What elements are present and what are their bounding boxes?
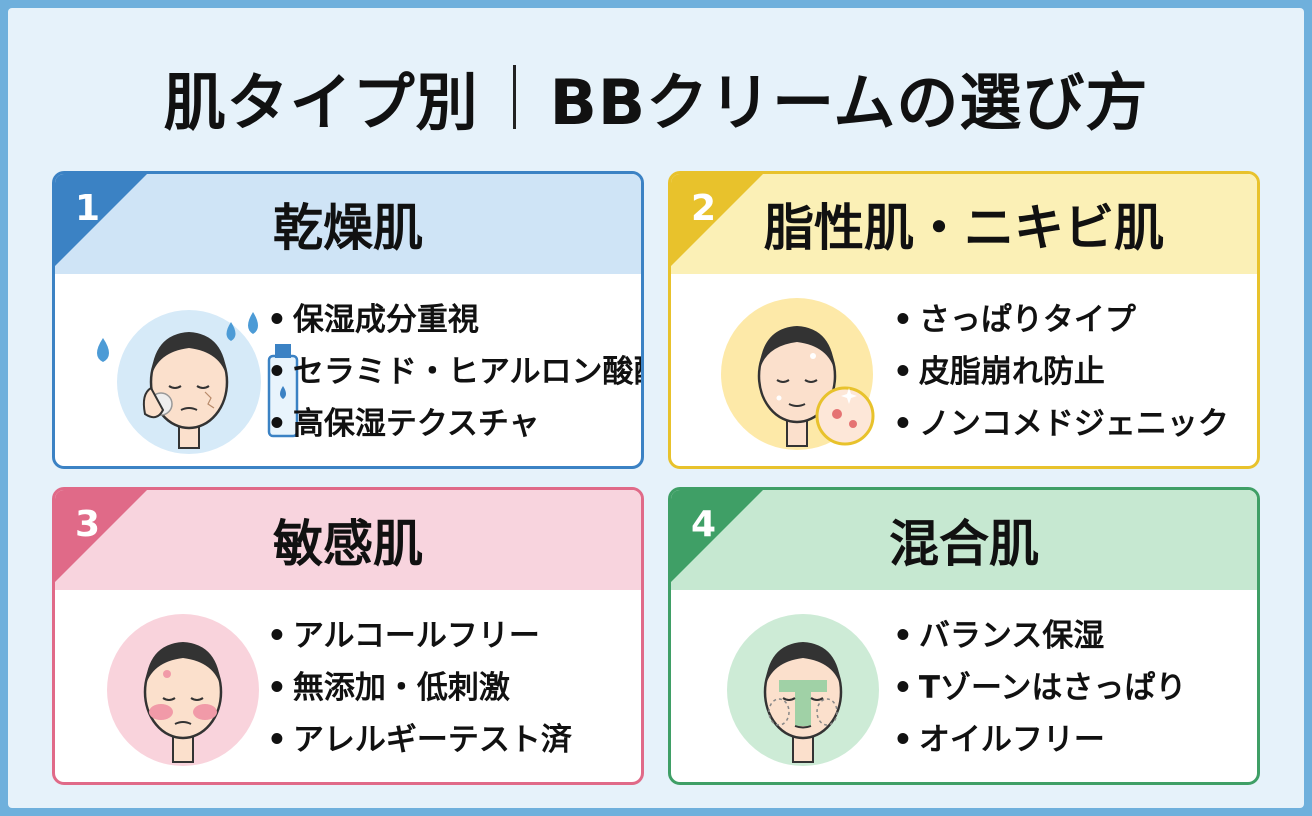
bullet-list: バランス保湿 Tゾーンはさっぱり オイルフリー (893, 610, 1187, 766)
list-item: 無添加・低刺激 (267, 662, 572, 714)
list-item: ノンコメドジェニック (893, 398, 1229, 450)
card-dry-skin: 乾燥肌 1 保湿成分重視 セラミド・ヒアルロン酸配合 高保湿テクスチャ (52, 171, 644, 469)
badge-number: 1 (75, 188, 101, 229)
bullet-list: アルコールフリー 無添加・低刺激 アレルギーテスト済 (267, 610, 572, 766)
number-badge (671, 174, 763, 266)
combination-skin-illustration-icon (727, 614, 879, 766)
card-header: 敏感肌 (55, 490, 641, 590)
number-badge (671, 490, 763, 582)
card-header: 混合肌 (671, 490, 1257, 590)
card-title: 混合肌 (889, 515, 1039, 573)
title-right: BBクリームの選び方 (549, 66, 1149, 139)
card-header: 脂性肌・ニキビ肌 (671, 174, 1257, 274)
title-separator (512, 65, 516, 129)
list-item: さっぱりタイプ (893, 294, 1229, 346)
card-oily-skin: 脂性肌・ニキビ肌 2 さっぱりタイプ 皮脂崩れ防止 ノンコメドジェニック (668, 171, 1260, 469)
badge-number: 2 (691, 188, 717, 229)
list-item: 高保湿テクスチャ (267, 398, 641, 450)
sensitive-skin-illustration-icon (107, 614, 259, 766)
card-sensitive-skin: 敏感肌 3 アルコールフリー 無添加・低刺激 アレルギーテスト済 (52, 487, 644, 785)
page-title: 肌タイプ別 BBクリームの選び方 (0, 52, 1312, 142)
badge-number: 4 (691, 504, 717, 545)
list-item: アレルギーテスト済 (267, 714, 572, 766)
list-item: バランス保湿 (893, 610, 1186, 662)
list-item: 皮脂崩れ防止 (893, 346, 1229, 398)
list-item: セラミド・ヒアルロン酸配合 (267, 346, 641, 398)
card-header: 乾燥肌 (55, 174, 641, 274)
list-item: Tゾーンはさっぱり (893, 662, 1187, 714)
bullet-list: さっぱりタイプ 皮脂崩れ防止 ノンコメドジェニック (893, 294, 1229, 450)
card-title: 脂性肌・ニキビ肌 (764, 199, 1164, 257)
title-left: 肌タイプ別 (163, 66, 479, 139)
number-badge (55, 490, 147, 582)
number-badge (55, 174, 147, 266)
list-item: 保湿成分重視 (267, 294, 641, 346)
card-title: 乾燥肌 (273, 199, 423, 257)
list-item: アルコールフリー (267, 610, 572, 662)
badge-number: 3 (75, 504, 101, 545)
list-item: オイルフリー (893, 714, 1186, 766)
oily-skin-illustration-icon (721, 298, 875, 450)
bullet-list: 保湿成分重視 セラミド・ヒアルロン酸配合 高保湿テクスチャ (267, 294, 641, 450)
card-title: 敏感肌 (273, 515, 423, 573)
dry-skin-illustration-icon (97, 310, 299, 454)
card-combination-skin: 混合肌 4 バランス保湿 Tゾーンはさっぱり オイルフリー (668, 487, 1260, 785)
